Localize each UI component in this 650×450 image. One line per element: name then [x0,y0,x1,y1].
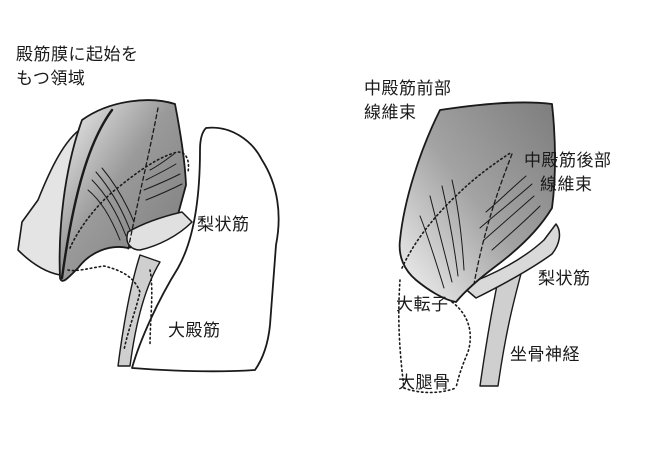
left-dotted-lines [67,151,190,351]
right-figure [398,101,561,394]
label-posterior-line1: 中殿筋後部 [524,151,612,171]
left-fibers [87,153,183,241]
label-left-piriformis: 梨状筋 [197,215,250,235]
left-outer-lobe [17,127,83,276]
left-anterior-border [60,108,114,280]
left-piriformis-shape [126,211,193,251]
label-sciatic-nerve: 坐骨神経 [510,345,580,365]
right-dotted-lines [398,151,513,394]
right-gluteus-medius [398,101,556,303]
left-figure [17,99,280,373]
label-posterior-line2: 線維束 [540,175,593,195]
right-sciatic-nerve-shape [479,269,523,387]
label-femur: 大腿骨 [398,373,451,393]
label-fascia-origin-line1: 殿筋膜に起始を [16,45,139,65]
label-greater-trochanter: 大転子 [396,295,449,315]
label-fascia-origin-line2: もつ領域 [16,69,86,89]
label-anterior-line1: 中殿筋前部 [364,79,452,99]
right-femur [401,300,474,391]
label-gluteus-maximus: 大殿筋 [168,321,221,341]
right-fibers [419,175,541,289]
right-piriformis-shape [461,223,561,299]
label-anterior-line2: 線維束 [364,103,417,123]
label-right-piriformis: 梨状筋 [538,269,591,289]
left-dashed-center [127,107,159,251]
left-femur-shaft [117,254,161,367]
left-gluteus-maximus [131,126,280,373]
